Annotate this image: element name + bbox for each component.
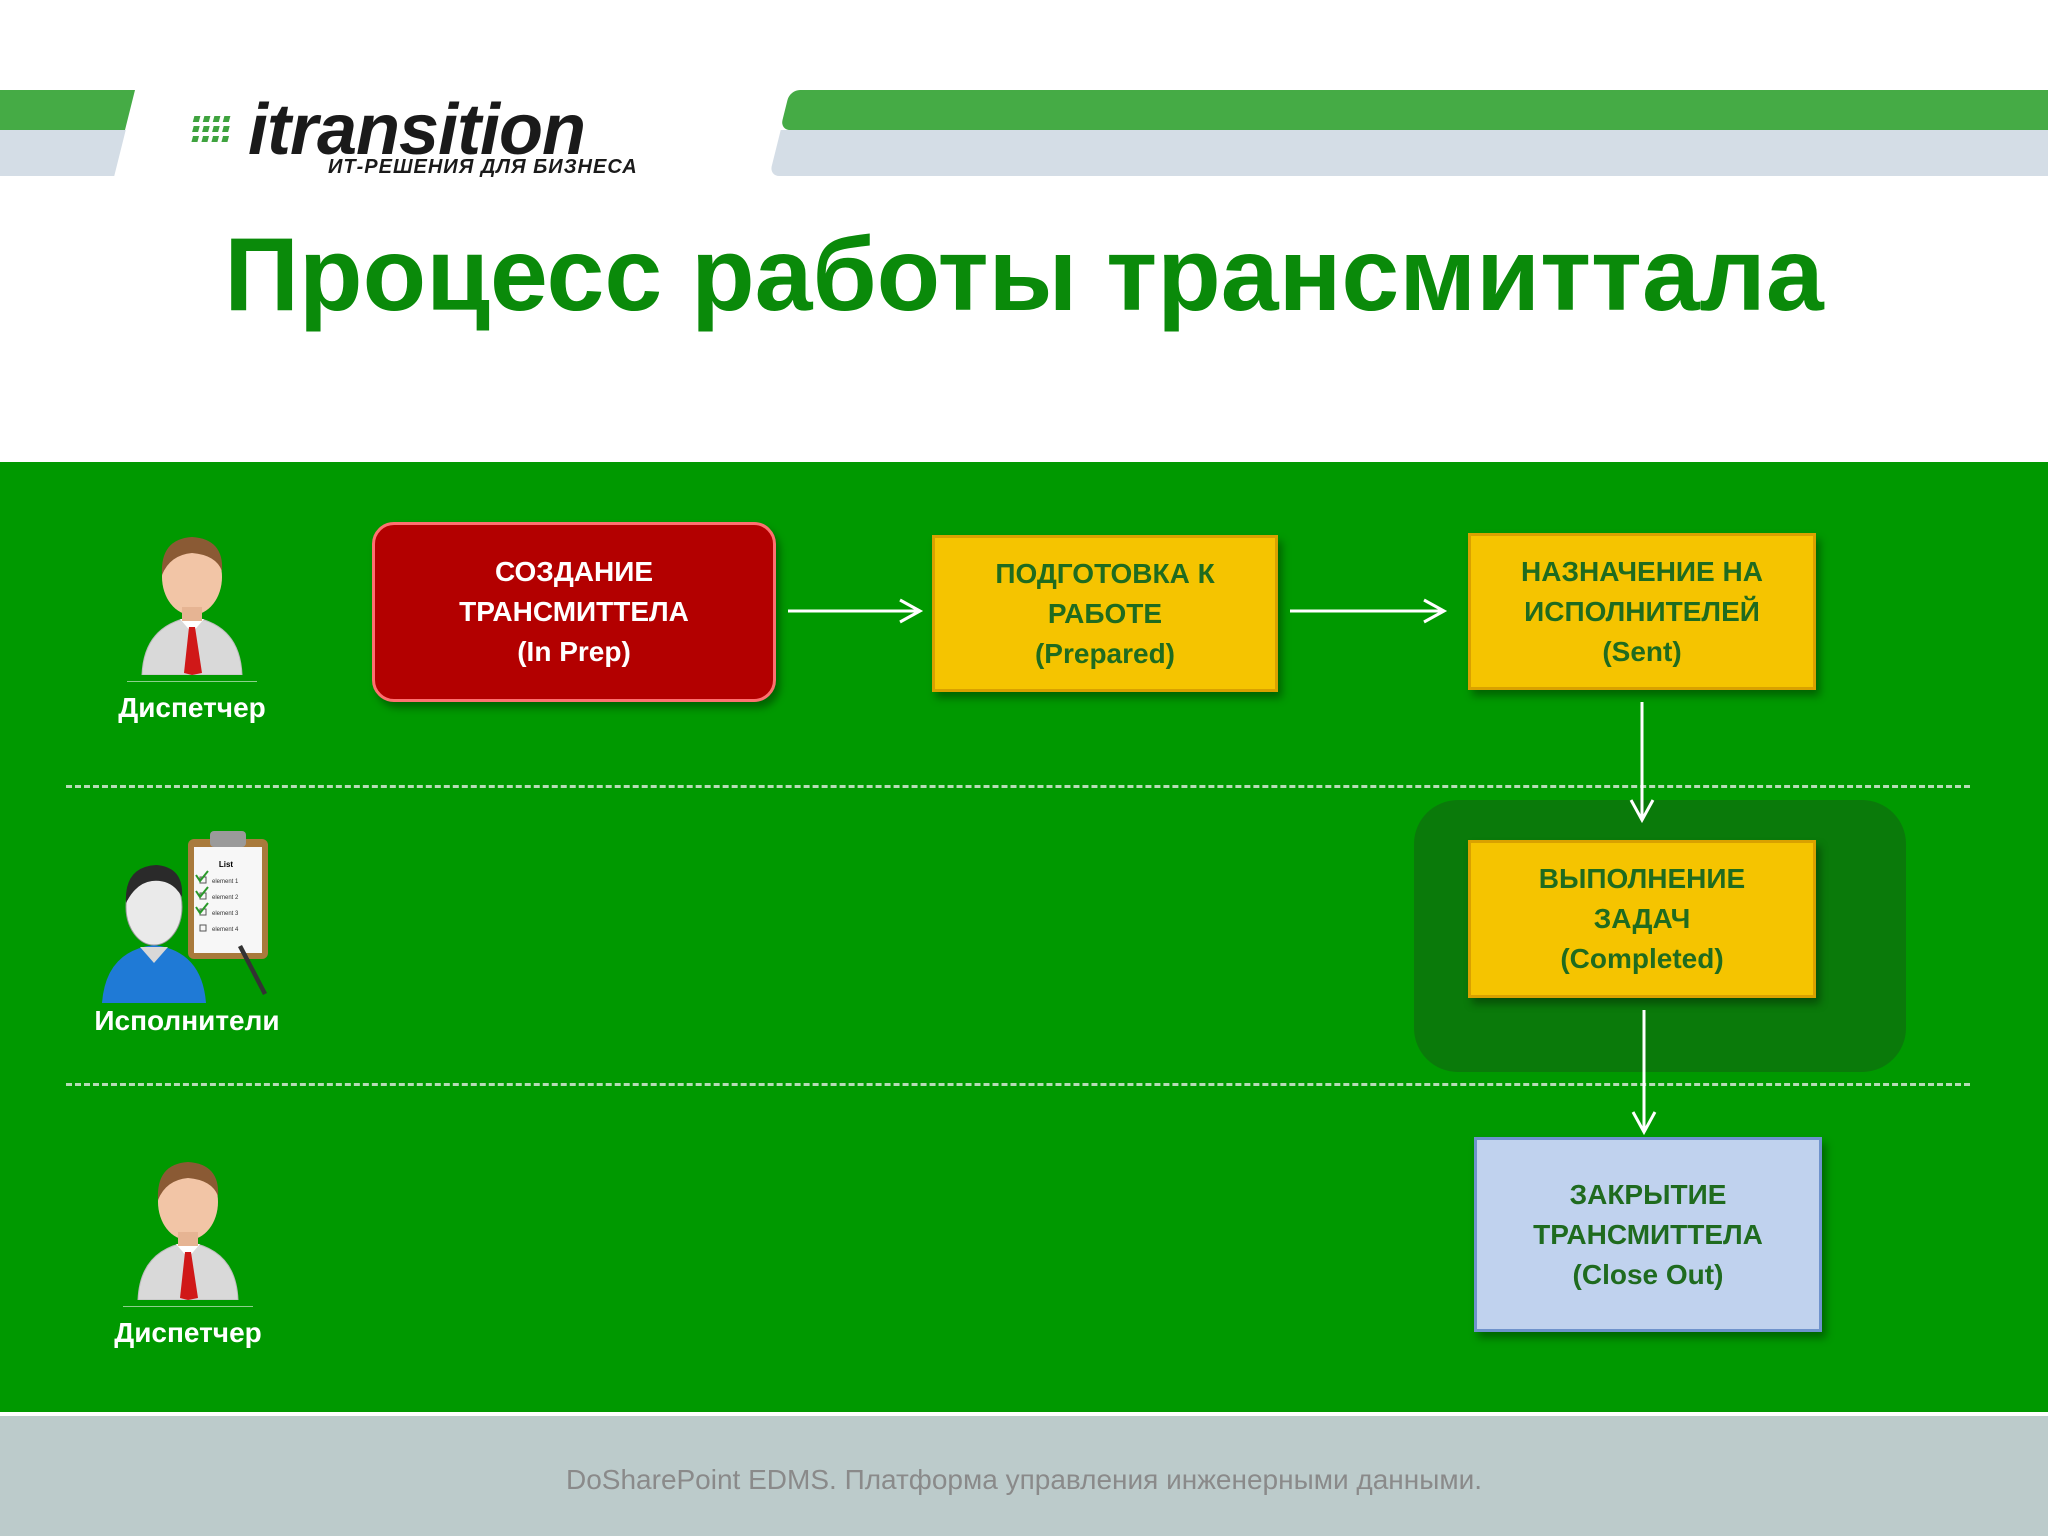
actor-label: Диспетчер xyxy=(118,692,266,723)
step-line: ПОДГОТОВКА К xyxy=(995,557,1215,589)
actor-dispatcher-bottom: Диспетчер xyxy=(78,1140,298,1349)
step-line: РАБОТЕ xyxy=(1047,597,1163,629)
header-stripe-right-grey xyxy=(769,130,2048,176)
step-line: ТРАНСМИТТЕЛА xyxy=(459,596,689,627)
step-line: СОЗДАНИЕ xyxy=(494,556,654,587)
step-line: ИСПОЛНИТЕЛЕЙ xyxy=(1524,595,1760,627)
checklist-item: element 1 xyxy=(212,879,239,885)
logo-wordmark: itransition xyxy=(248,90,586,170)
actor-underline xyxy=(123,1306,253,1307)
step-close-out: ЗАКРЫТИЕ ТРАНСМИТТЕЛА (Close Out) xyxy=(1474,1137,1822,1332)
step-create-transmittal: СОЗДАНИЕ ТРАНСМИТТЕЛА (In Prep) xyxy=(372,522,776,702)
footer-text: DoSharePoint EDMS. Платформа управления … xyxy=(566,1464,1482,1495)
checklist-item: element 4 xyxy=(212,927,239,933)
company-logo: itransition ИТ-РЕШЕНИЯ ДЛЯ БИЗНЕСА xyxy=(190,90,710,184)
footer-bar xyxy=(0,1416,2048,1536)
step-status: (Prepared) xyxy=(1034,637,1176,669)
header-stripe-left-grey xyxy=(0,130,126,176)
lane-divider-2 xyxy=(66,1083,1970,1086)
step-line: ВЫПОЛНЕНИЕ xyxy=(1538,863,1746,894)
checklist-item: element 3 xyxy=(212,911,239,917)
executor-with-checklist-icon: List element 1 element 2 element 3 eleme… xyxy=(102,831,268,1003)
checklist-item: element 2 xyxy=(212,895,239,901)
page-title: Процесс работы трансмиттала xyxy=(224,217,1824,333)
dispatcher-person-icon xyxy=(141,537,243,675)
step-line: НАЗНАЧЕНИЕ НА xyxy=(1521,555,1763,587)
actor-label: Исполнители xyxy=(94,1005,280,1036)
lane-divider-1 xyxy=(66,785,1970,788)
checklist-title: List xyxy=(219,860,234,869)
logo-tagline: ИТ-РЕШЕНИЯ ДЛЯ БИЗНЕСА xyxy=(328,156,638,178)
step-complete-tasks: ВЫПОЛНЕНИЕ ЗАДАЧ (Completed) xyxy=(1468,840,1816,998)
actor-executors: List element 1 element 2 element 3 eleme… xyxy=(72,825,302,1037)
step-status: (In Prep) xyxy=(517,636,631,667)
step-status: (Sent) xyxy=(1602,635,1682,667)
actor-dispatcher-top: Диспетчер xyxy=(82,515,302,724)
step-line: ЗАДАЧ xyxy=(1593,903,1691,934)
actor-label: Диспетчер xyxy=(114,1317,262,1348)
step-line: ТРАНСМИТТЕЛА xyxy=(1533,1218,1763,1250)
header-stripe-left-green xyxy=(0,90,135,130)
step-status: (Completed) xyxy=(1560,943,1724,974)
step-assign-executors: НАЗНАЧЕНИЕ НА ИСПОЛНИТЕЛЕЙ (Sent) xyxy=(1468,533,1816,690)
step-prepare: ПОДГОТОВКА К РАБОТЕ (Prepared) xyxy=(932,535,1278,692)
logo-stripes-icon xyxy=(191,116,231,142)
actor-underline xyxy=(127,681,257,682)
dispatcher-person-icon xyxy=(137,1162,239,1300)
step-line: ЗАКРЫТИЕ xyxy=(1569,1178,1727,1210)
step-status: (Close Out) xyxy=(1572,1258,1724,1290)
header-stripe-right-green xyxy=(780,90,2048,130)
